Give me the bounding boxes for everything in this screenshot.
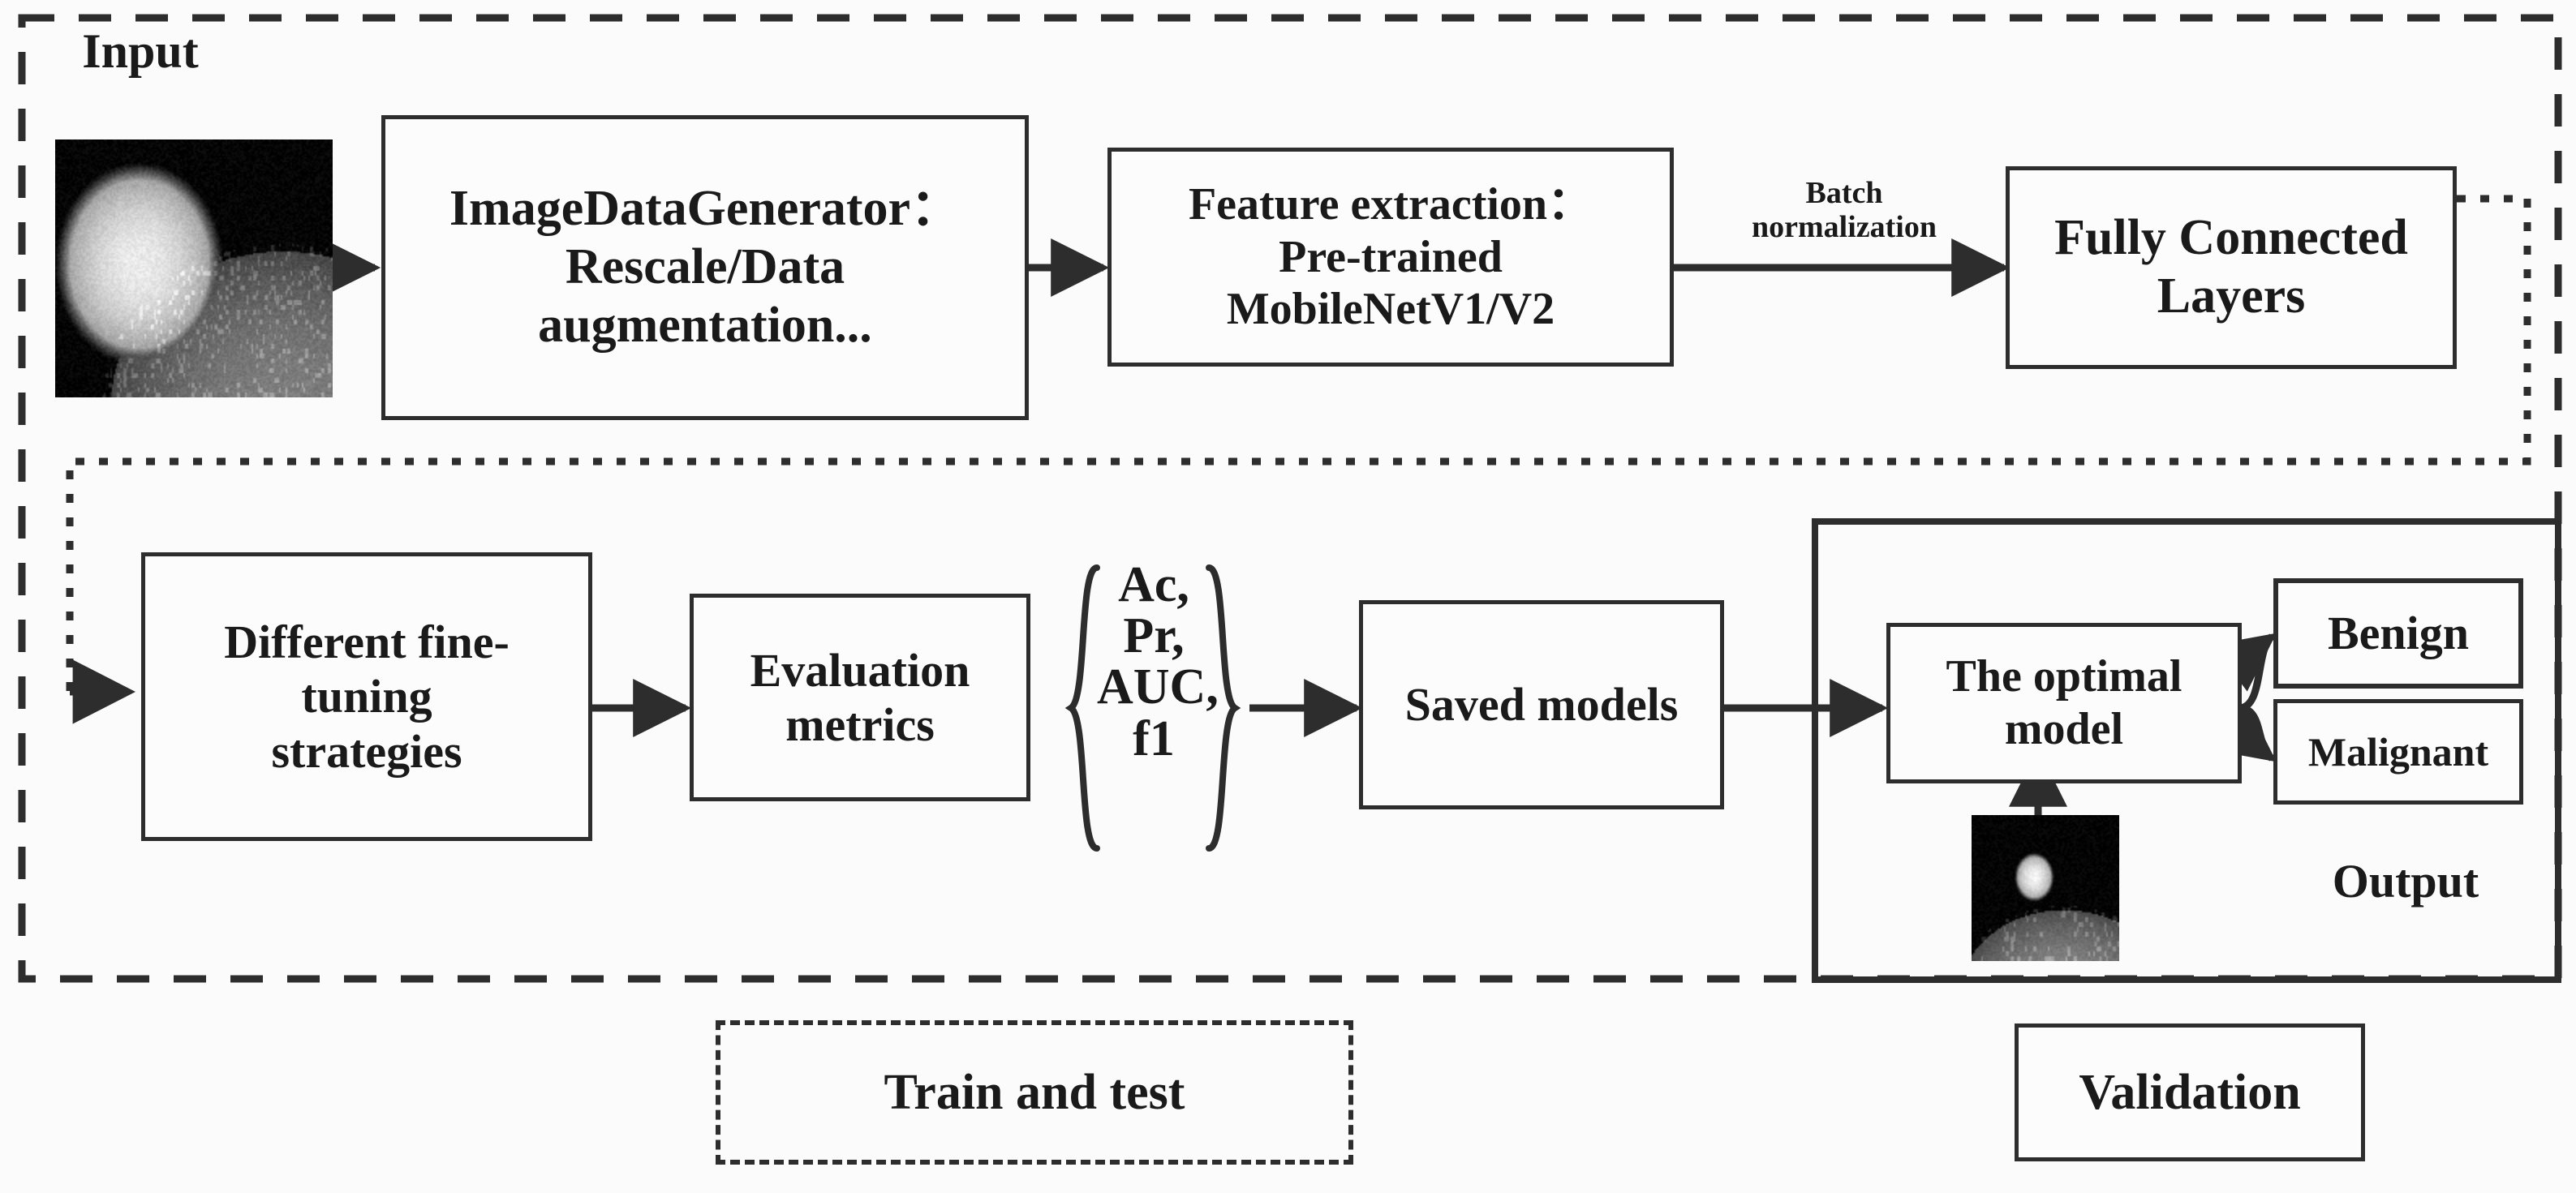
node-fine-tuning-strategies-label: Different fine- tuning strategies xyxy=(224,616,510,778)
node-malignant[interactable]: Malignant xyxy=(2273,699,2523,805)
node-malignant-label: Malignant xyxy=(2307,729,2489,775)
node-benign[interactable]: Benign xyxy=(2273,578,2523,689)
node-feature-extraction-label: Feature extraction： Pre-trained MobileNe… xyxy=(1188,178,1593,335)
metrics-list: Ac, Pr, AUC, f1 xyxy=(1097,557,1219,766)
node-evaluation-metrics[interactable]: Evaluation metrics xyxy=(690,594,1030,801)
input-label: Input xyxy=(82,24,199,78)
node-evaluation-metrics-label: Evaluation metrics xyxy=(750,643,970,751)
arrow-optimal-to-malignant xyxy=(2212,703,2277,762)
legend-train-and-test-label: Train and test xyxy=(884,1064,1185,1120)
metrics-brace-left xyxy=(1064,564,1100,852)
node-saved-models[interactable]: Saved models xyxy=(1359,600,1724,809)
legend-validation: Validation xyxy=(2015,1023,2365,1161)
node-optimal-model[interactable]: The optimal model xyxy=(1886,623,2242,783)
output-label: Output xyxy=(2332,855,2479,908)
node-saved-models-label: Saved models xyxy=(1404,678,1679,732)
input-scan-image xyxy=(55,139,333,397)
node-fully-connected-layers-label: Fully Connected Layers xyxy=(2054,210,2408,324)
feedback-dotted-path xyxy=(66,195,2531,724)
metrics-brace-right xyxy=(1206,564,1241,852)
batch-normalization-line1: Batch xyxy=(1805,176,1883,210)
node-fine-tuning-strategies[interactable]: Different fine- tuning strategies xyxy=(141,552,592,841)
validation-scan-image xyxy=(1972,815,2119,961)
node-imagedatagenerator[interactable]: ImageDataGenerator： Rescale/Data augment… xyxy=(381,115,1029,420)
edge-label-batch-normalization: Batch normalization xyxy=(1710,176,1978,245)
validation-solid-frame xyxy=(1812,518,2561,983)
node-fully-connected-layers[interactable]: Fully Connected Layers xyxy=(2006,166,2457,369)
node-benign-label: Benign xyxy=(2327,607,2470,660)
legend-train-and-test: Train and test xyxy=(716,1020,1353,1165)
legend-validation-label: Validation xyxy=(2079,1064,2301,1120)
node-imagedatagenerator-label: ImageDataGenerator： Rescale/Data augment… xyxy=(449,181,961,353)
arrow-optimal-to-benign xyxy=(2212,633,2277,712)
batch-normalization-line2: normalization xyxy=(1752,209,1937,244)
node-optimal-model-label: The optimal model xyxy=(1946,651,2183,754)
node-feature-extraction[interactable]: Feature extraction： Pre-trained MobileNe… xyxy=(1107,148,1674,367)
train-test-dashed-frame xyxy=(18,14,2562,983)
